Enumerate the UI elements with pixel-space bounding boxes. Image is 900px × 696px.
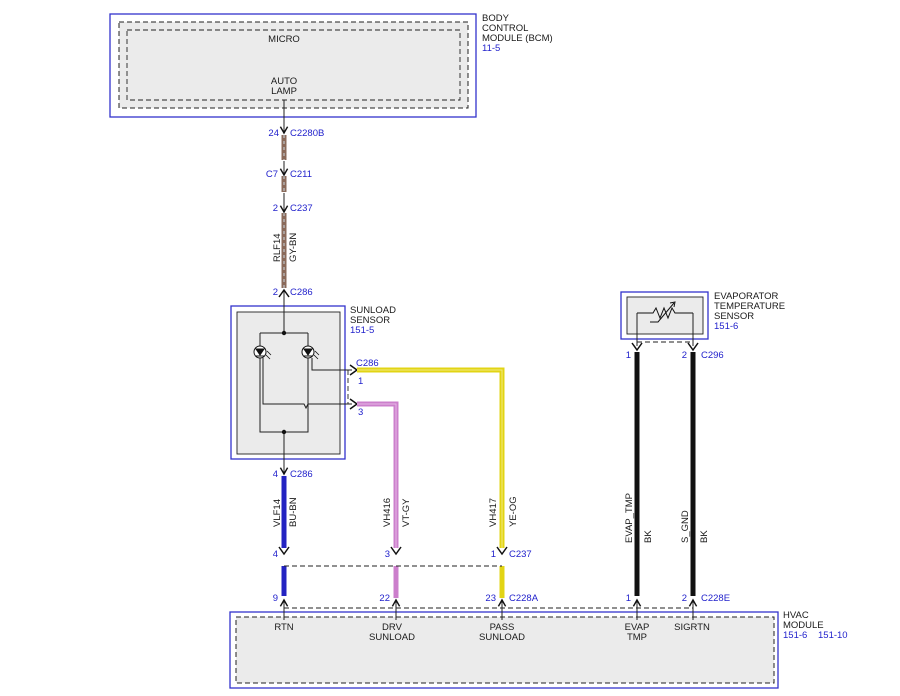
hvac-page-ref-1: 151-6 bbox=[783, 630, 807, 641]
c237-pin3-arrow bbox=[390, 546, 402, 556]
hvac-pin-pass-1: PASS bbox=[490, 622, 515, 633]
vh416-color: VT-GY bbox=[401, 498, 412, 527]
hvac-pin-sigrtn: SIGRTN bbox=[674, 622, 710, 633]
photodiode-right-icon bbox=[301, 345, 320, 360]
hvac-pin-pass-2: SUNLOAD bbox=[479, 632, 525, 643]
sunload-out-drv bbox=[262, 358, 352, 410]
hvac-pin-rtn: RTN bbox=[274, 622, 293, 633]
c296-pin1-arrow bbox=[631, 342, 643, 352]
bcm-name-3: MODULE (BCM) bbox=[482, 33, 553, 44]
bcm-name-2: CONTROL bbox=[482, 23, 528, 34]
evap-page-ref: 151-6 bbox=[714, 321, 738, 332]
c228a-pin23: 23 bbox=[485, 593, 496, 604]
wire-vh416-seg1-edge bbox=[357, 403, 397, 548]
hvac-pin-drv-2: SUNLOAD bbox=[369, 632, 415, 643]
bcm-name-1: BODY bbox=[482, 13, 510, 24]
micro-box bbox=[126, 29, 461, 101]
wire-vh417 bbox=[357, 367, 505, 598]
evap-tmp-circuit: EVAP_TMP bbox=[624, 493, 635, 543]
hvac-name-1: HVAC bbox=[783, 610, 809, 621]
hvac-pin-evap-1: EVAP bbox=[625, 622, 650, 633]
evap-shade bbox=[626, 296, 704, 335]
hvac-module bbox=[229, 607, 779, 689]
sunload-name-2: SENSOR bbox=[350, 315, 390, 326]
c2280b-name: C2280B bbox=[290, 128, 324, 139]
c228a-pin9: 9 bbox=[273, 593, 278, 604]
hvac-page-ref-2: 151-10 bbox=[818, 630, 848, 641]
c296-pin1: 1 bbox=[626, 350, 631, 361]
c228a-pin22: 22 bbox=[379, 593, 390, 604]
evap-tmp-color: BK bbox=[643, 530, 654, 543]
c286-top-arrow bbox=[278, 288, 290, 298]
c2280b-pin: 24 bbox=[268, 128, 279, 139]
sunload-junction-bottom bbox=[281, 429, 287, 435]
hvac-shade bbox=[235, 616, 775, 684]
c211-name: C211 bbox=[290, 169, 312, 180]
sunload-junction-top bbox=[281, 330, 287, 336]
c286-bottom-name: C286 bbox=[290, 469, 313, 480]
c228e-pin1: 1 bbox=[626, 593, 631, 604]
c296-pin2: 2 bbox=[682, 350, 687, 361]
hvac-pin-evap-2: TMP bbox=[627, 632, 647, 643]
photodiode-left-icon bbox=[253, 345, 272, 360]
c237-top-pin: 2 bbox=[273, 203, 278, 214]
c211-pin: C7 bbox=[266, 169, 278, 180]
evap-name-1: EVAPORATOR bbox=[714, 291, 779, 302]
wire-vh416 bbox=[357, 401, 399, 598]
auto-lamp-label-2: LAMP bbox=[271, 86, 297, 97]
bcm-module: MICRO AUTO LAMP bbox=[109, 13, 477, 118]
vh416-circuit: VH416 bbox=[382, 498, 393, 527]
c286-bottom-pin: 4 bbox=[273, 469, 278, 480]
bcm-page-ref: 11-5 bbox=[482, 43, 500, 54]
sunload-page-ref: 151-5 bbox=[350, 325, 374, 336]
c228a-name: C228A bbox=[509, 593, 539, 604]
c228e-pin2: 2 bbox=[682, 593, 687, 604]
hvac-name-2: MODULE bbox=[783, 620, 824, 631]
c228e-name: C228E bbox=[701, 593, 730, 604]
c286-pin1: 1 bbox=[358, 376, 363, 387]
rlf14-color: GY-BN bbox=[288, 233, 299, 262]
vh417-circuit: VH417 bbox=[488, 498, 499, 527]
vlf14-circuit: VLF14 bbox=[272, 499, 283, 527]
wire-vh417-seg1 bbox=[357, 367, 505, 548]
micro-label: MICRO bbox=[268, 34, 300, 45]
c237-pin4-arrow bbox=[278, 546, 290, 556]
sunload-sensor bbox=[230, 302, 352, 460]
vh417-color: YE-OG bbox=[508, 496, 519, 527]
c286-top-pin: 2 bbox=[273, 287, 278, 298]
evap-sensor bbox=[620, 291, 709, 346]
c286-top-name: C286 bbox=[290, 287, 313, 298]
c237-pin1-arrow bbox=[496, 546, 508, 556]
hvac-pin-drv-1: DRV bbox=[382, 622, 403, 633]
evap-name-2: TEMPERATURE bbox=[714, 301, 785, 312]
sunload-shade bbox=[236, 311, 341, 455]
c296-pin2-arrow bbox=[687, 342, 699, 352]
rlf14-circuit: RLF14 bbox=[272, 233, 283, 262]
c237-top-name: C237 bbox=[290, 203, 313, 214]
c237-lower-pin1: 1 bbox=[491, 549, 496, 560]
c237-lower-name: C237 bbox=[509, 549, 532, 560]
thermistor-icon bbox=[637, 301, 693, 323]
s-gnd-color: BK bbox=[699, 530, 710, 543]
s-gnd-circuit: S_GND bbox=[680, 510, 691, 543]
c237-lower-pin3: 3 bbox=[385, 549, 390, 560]
vlf14-color: BU-BN bbox=[288, 497, 299, 527]
c286-pin3: 3 bbox=[358, 407, 363, 418]
sunload-out-pass bbox=[311, 358, 352, 371]
wire-vh417-seg1-edge bbox=[357, 369, 503, 548]
c286-side-name: C286 bbox=[356, 358, 379, 369]
c296-name: C296 bbox=[701, 350, 724, 361]
sunload-name-1: SUNLOAD bbox=[350, 305, 396, 316]
auto-lamp-label-1: AUTO bbox=[271, 76, 297, 87]
bcm-shade bbox=[118, 21, 469, 109]
evap-name-3: SENSOR bbox=[714, 311, 754, 322]
c237-lower-pin4: 4 bbox=[273, 549, 278, 560]
